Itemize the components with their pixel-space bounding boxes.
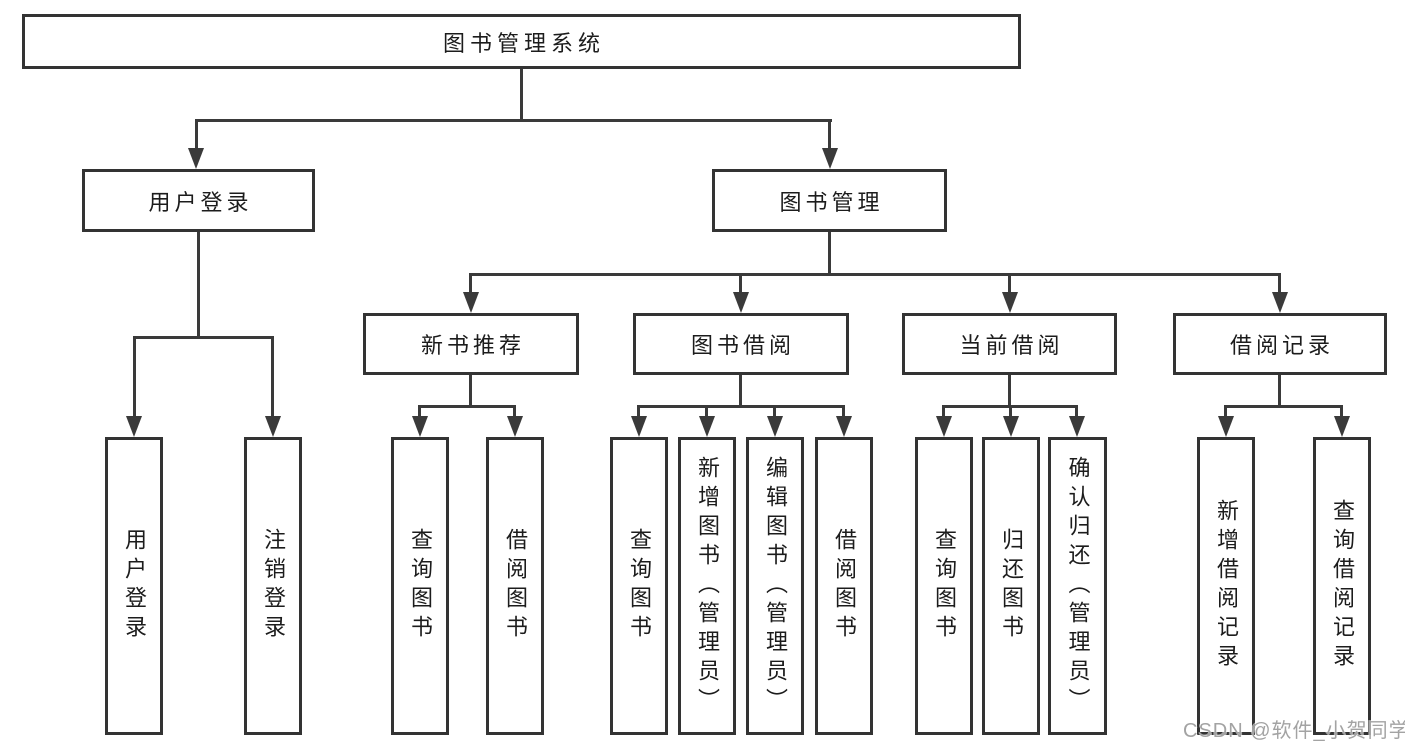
connector-line [739,375,742,407]
connector-line [197,232,200,338]
arrowhead-down-icon [507,416,523,437]
node-new-book-recommendation: 新书推荐 [363,313,579,375]
connector-line [513,405,516,418]
connector-line [271,336,274,418]
connector-line [637,405,845,408]
leaf-borrowing-query-books: 查询图书 [610,437,668,735]
arrowhead-down-icon [1069,416,1085,437]
connector-line [1278,273,1281,294]
connector-line [1224,405,1343,408]
arrowhead-down-icon [1003,416,1019,437]
node-current-borrowing: 当前借阅 [902,313,1117,375]
arrowhead-down-icon [631,416,647,437]
arrowhead-down-icon [126,416,142,437]
connector-line [1075,405,1078,418]
connector-line [195,119,198,151]
arrowhead-down-icon [265,416,281,437]
arrowhead-down-icon [1272,292,1288,313]
connector-line [1008,273,1011,294]
connector-line [842,405,845,418]
arrowhead-down-icon [463,292,479,313]
arrowhead-down-icon [1334,416,1350,437]
connector-line [828,232,831,276]
arrowhead-down-icon [699,416,715,437]
connector-line [1008,375,1011,407]
leaf-logout: 注销登录 [244,437,302,735]
connector-line [1224,405,1227,418]
connector-line [773,405,776,418]
node-book-management: 图书管理 [712,169,947,232]
arrowhead-down-icon [1218,416,1234,437]
connector-line [1278,375,1281,407]
connector-line [133,336,136,418]
leaf-borrowing-edit-books-admin: 编辑图书（管理员） [746,437,804,735]
node-book-borrowing: 图书借阅 [633,313,849,375]
connector-line [705,405,708,418]
connector-line [469,273,472,294]
connector-line [828,119,831,151]
node-library-management-system: 图书管理系统 [22,14,1021,69]
leaf-recommend-borrow-books: 借阅图书 [486,437,544,735]
arrowhead-down-icon [936,416,952,437]
arrowhead-down-icon [412,416,428,437]
leaf-user-login: 用户登录 [105,437,163,735]
leaf-borrowing-add-books-admin: 新增图书（管理员） [678,437,736,735]
connector-line [942,405,945,418]
leaf-recommend-query-books: 查询图书 [391,437,449,735]
leaf-borrowing-borrow-books: 借阅图书 [815,437,873,735]
arrowhead-down-icon [767,416,783,437]
connector-line [469,375,472,407]
csdn-watermark: CSDN @软件_小贺同学 [1183,720,1405,742]
connector-line [1340,405,1343,418]
connector-line [418,405,421,418]
connector-line [195,119,832,122]
arrowhead-down-icon [1002,292,1018,313]
arrowhead-down-icon [836,416,852,437]
arrowhead-down-icon [188,148,204,169]
connector-line [739,273,742,294]
arrowhead-down-icon [822,148,838,169]
node-borrowing-records: 借阅记录 [1173,313,1387,375]
leaf-current-return-books: 归还图书 [982,437,1040,735]
leaf-records-query-record: 查询借阅记录 [1313,437,1371,735]
connector-line [469,273,1281,276]
connector-line [133,336,274,339]
arrowhead-down-icon [733,292,749,313]
connector-line [418,405,516,408]
node-user-login: 用户登录 [82,169,315,232]
leaf-current-confirm-return-admin: 确认归还（管理员） [1048,437,1107,735]
connector-line [520,69,523,120]
connector-line [637,405,640,418]
leaf-current-query-books: 查询图书 [915,437,973,735]
connector-line [1009,405,1012,418]
leaf-records-add-record: 新增借阅记录 [1197,437,1255,735]
